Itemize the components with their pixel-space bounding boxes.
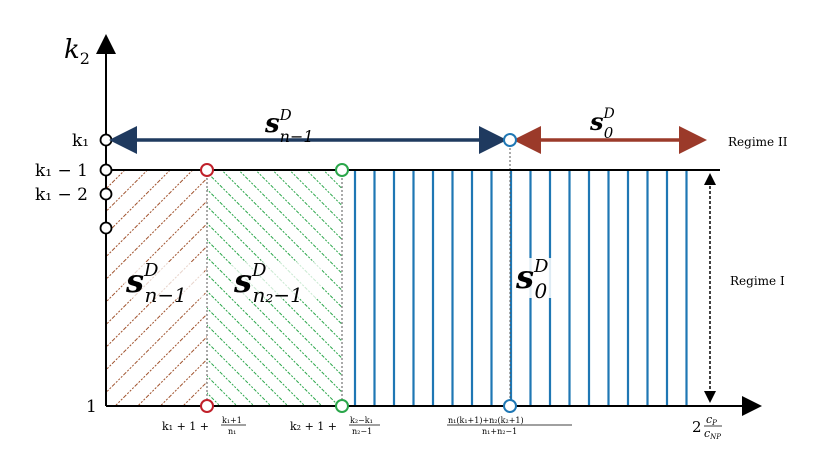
top-red-marker: [200, 163, 214, 177]
y-marker-k1-minus-2: [99, 187, 113, 201]
y-marker-extra: [99, 221, 113, 235]
x-marker-blue: [503, 399, 517, 413]
svg-text:2: 2: [692, 418, 702, 436]
svg-text:k₂ + 1 +: k₂ + 1 +: [290, 420, 337, 433]
x-marker-red: [200, 399, 214, 413]
y-tick-k1-minus-1: k₁ − 1: [35, 161, 88, 181]
svg-text:cP: cP: [706, 413, 717, 427]
blue-striped-region: [353, 170, 688, 406]
svg-text:n₂−1: n₂−1: [352, 427, 372, 436]
x-tick-1: k₁ + 1 + k₁+1 n₁: [162, 416, 246, 436]
regime-1-label: Regime I: [730, 274, 785, 288]
svg-text:sDn−1: sDn−1: [125, 260, 187, 307]
svg-text:k₁ + 1 +: k₁ + 1 +: [162, 420, 209, 433]
svg-text:n₁: n₁: [228, 427, 236, 436]
x-tick-3: n₁(k₁+1)+n₂(k₂+1) n₁+n₂−1: [447, 416, 572, 436]
svg-text:n₁(k₁+1)+n₂(k₂+1): n₁(k₁+1)+n₂(k₂+1): [448, 416, 524, 425]
svg-text:cNP: cNP: [704, 427, 721, 441]
y-axis-label: k2: [64, 35, 90, 68]
x-axis-end-label: 2 cP cNP: [692, 413, 722, 441]
top-green-marker: [335, 163, 349, 177]
y-tick-k1-minus-2: k₁ − 2: [35, 185, 88, 205]
arrow-blue-marker: [503, 133, 517, 147]
x-tick-2: k₂ + 1 + k₂−k₁ n₂−1: [290, 416, 380, 436]
svg-text:n₁+n₂−1: n₁+n₂−1: [482, 427, 517, 436]
y-tick-k1: k₁: [72, 131, 89, 151]
svg-text:k₂−k₁: k₂−k₁: [350, 416, 373, 425]
x-marker-green: [335, 399, 349, 413]
y-tick-one: 1: [86, 397, 97, 417]
y-marker-k1-minus-1: [99, 163, 113, 177]
svg-text:sD0: sD0: [515, 256, 549, 303]
y-marker-k1: [99, 133, 113, 147]
svg-text:k₁+1: k₁+1: [222, 416, 242, 425]
regime-2-label: Regime II: [728, 135, 788, 149]
